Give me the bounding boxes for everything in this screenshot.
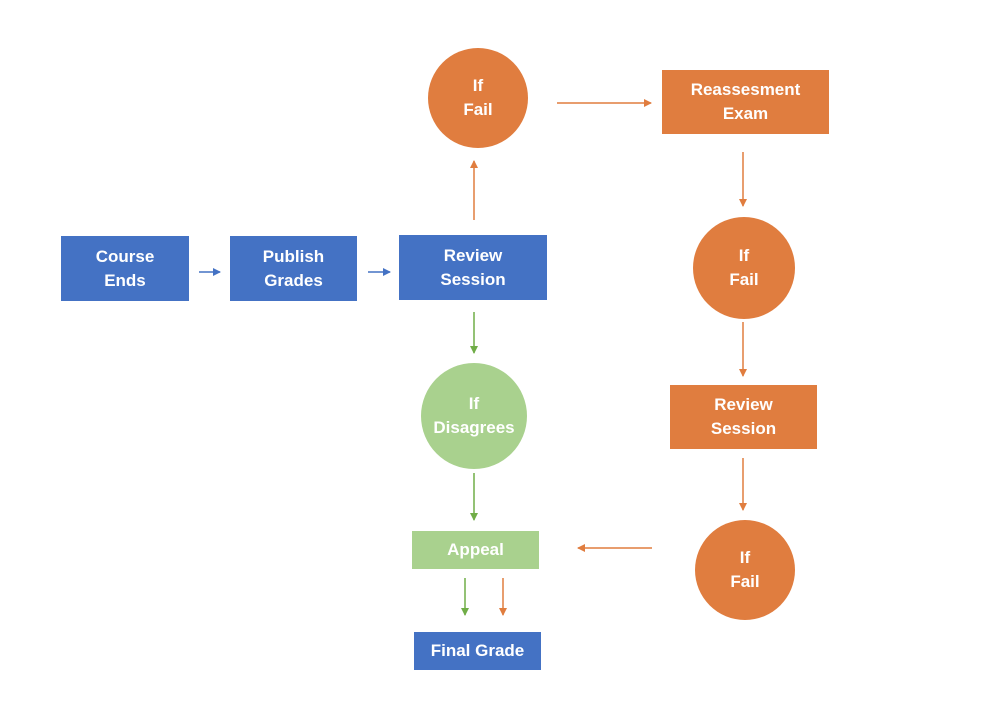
if-fail-2-line1: If [738,246,750,265]
if-fail-1-line2: Fail [463,100,493,119]
if-fail-3-line2: Fail [730,572,760,591]
appeal-box: Appeal [412,531,539,569]
final-grade-box: Final Grade [414,632,541,670]
reassessment-line1: Reassesment [690,80,801,99]
course-ends-line1: Course [95,246,155,266]
final-grade-label: Final Grade [430,641,525,660]
if-fail-1-line1: If [472,76,484,95]
if-disagrees-line2: Disagrees [433,418,515,437]
review-session-2-line1: Review [714,395,773,414]
if-disagrees-line1: If [468,394,480,413]
if-fail-3-line1: If [739,548,751,567]
review-session-2-line2: Session [710,419,777,438]
publish-grades-line2: Grades [264,270,323,290]
review-session-line1: Review [443,245,503,265]
if-fail-2-line2: Fail [729,270,759,289]
reassessment-line2: Exam [722,104,769,123]
course-ends-line2: Ends [104,270,146,290]
appeal-label: Appeal [447,540,504,559]
publish-grades-line1: Publish [262,246,325,266]
review-session-line2: Session [440,269,506,289]
